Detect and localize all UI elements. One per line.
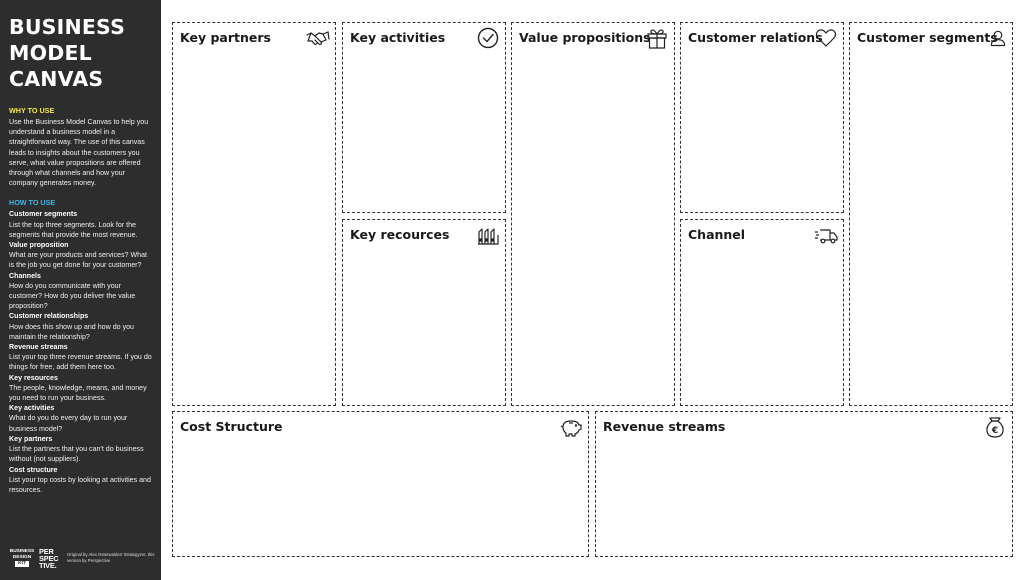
revenue-streams-box[interactable]: Revenue streams € bbox=[595, 411, 1013, 557]
how-item: Customer relationships How does this sho… bbox=[9, 311, 152, 342]
how-item-text: List your top three revenue streams. If … bbox=[9, 353, 152, 372]
box-title: Channel bbox=[688, 227, 746, 242]
how-item-title: Channels bbox=[9, 271, 41, 280]
how-item: Key resources The people, knowledge, mea… bbox=[9, 373, 152, 404]
person-icon bbox=[988, 27, 1008, 49]
truck-icon bbox=[814, 224, 838, 246]
how-item-title: Key partners bbox=[9, 434, 53, 443]
sidebar-title: BUSINESS MODEL CANVAS bbox=[9, 15, 126, 91]
checkmark-circle-icon bbox=[476, 27, 500, 49]
how-item: Channels How do you communicate with you… bbox=[9, 271, 152, 312]
how-item: Cost structure List your top costs by lo… bbox=[9, 465, 152, 496]
how-item-title: Customer relationships bbox=[9, 312, 89, 321]
box-title: Customer relations bbox=[688, 30, 823, 45]
svg-text:€: € bbox=[991, 426, 998, 436]
how-item: Revenue streams List your top three reve… bbox=[9, 342, 152, 373]
how-item-title: Cost structure bbox=[9, 465, 58, 474]
how-section: HOW TO USE Customer segments List the to… bbox=[9, 198, 152, 495]
handshake-icon bbox=[306, 27, 330, 49]
how-item-title: Key resources bbox=[9, 373, 58, 382]
business-design-kit-logo: BUSINESS DESIGN KIT bbox=[9, 549, 35, 567]
perspective-logo: PER SPEC TIVE. bbox=[39, 546, 59, 570]
sidebar: BUSINESS MODEL CANVAS WHY TO USE Use the… bbox=[0, 0, 161, 580]
logo-line: BUSINESS bbox=[9, 549, 35, 555]
how-item-text: The people, knowledge, means, and money … bbox=[9, 383, 147, 403]
factory-icon bbox=[476, 224, 500, 246]
how-item-text: What do you do every day to run your bus… bbox=[9, 414, 128, 433]
how-item-title: Value proposition bbox=[9, 241, 69, 250]
box-title: Customer segments bbox=[857, 30, 998, 45]
box-title: Revenue streams bbox=[603, 419, 726, 434]
cost-structure-box[interactable]: Cost Structure bbox=[172, 411, 589, 557]
how-item-text: List the top three segments. Look for th… bbox=[9, 220, 138, 239]
key-activities-box[interactable]: Key activities bbox=[342, 22, 506, 213]
how-item: Value proposition What are your products… bbox=[9, 240, 152, 271]
how-item-title: Key activities bbox=[9, 404, 55, 413]
box-title: Key activities bbox=[350, 30, 446, 45]
customer-segments-box[interactable]: Customer segments bbox=[849, 22, 1013, 406]
box-title: Key recources bbox=[350, 227, 450, 242]
how-item-text: How do you communicate with your custome… bbox=[9, 281, 136, 311]
box-title: Value propositions bbox=[519, 30, 651, 45]
how-item: Key activities What do you do every day … bbox=[9, 403, 152, 434]
credit-text: Original by Alex Osterwalder/ Strategyze… bbox=[67, 552, 155, 563]
gift-icon bbox=[645, 27, 669, 49]
how-item-text: How does this show up and how do you mai… bbox=[9, 322, 135, 341]
how-item-title: Revenue streams bbox=[9, 343, 68, 352]
key-resources-box[interactable]: Key recources bbox=[342, 219, 506, 406]
logo-line: KIT bbox=[15, 561, 29, 567]
why-text: Use the Business Model Canvas to help yo… bbox=[9, 118, 149, 188]
how-item-title: Customer segments bbox=[9, 210, 78, 219]
channel-box[interactable]: Channel bbox=[680, 219, 844, 406]
how-item: Customer segments List the top three seg… bbox=[9, 209, 152, 240]
how-item: Key partners List the partners that you … bbox=[9, 434, 152, 465]
customer-relations-box[interactable]: Customer relations bbox=[680, 22, 844, 213]
how-item-text: List the partners that you can't do busi… bbox=[9, 445, 144, 464]
how-item-text: What are your products and services? Wha… bbox=[9, 251, 147, 270]
heart-icon bbox=[814, 27, 838, 49]
money-bag-icon: € bbox=[983, 416, 1007, 438]
box-title: Cost Structure bbox=[180, 419, 283, 434]
logo-line: DESIGN bbox=[12, 554, 32, 560]
how-heading: HOW TO USE bbox=[9, 198, 56, 208]
box-title: Key partners bbox=[180, 30, 271, 45]
value-propositions-box[interactable]: Value propositions bbox=[511, 22, 675, 406]
how-item-text: List your top costs by looking at activi… bbox=[9, 475, 151, 494]
sidebar-footer: BUSINESS DESIGN KIT PER SPEC TIVE. Origi… bbox=[9, 544, 159, 572]
why-section: WHY TO USE Use the Business Model Canvas… bbox=[9, 106, 152, 188]
piggy-bank-icon bbox=[559, 416, 583, 438]
why-heading: WHY TO USE bbox=[9, 106, 55, 115]
key-partners-box[interactable]: Key partners bbox=[172, 22, 336, 406]
